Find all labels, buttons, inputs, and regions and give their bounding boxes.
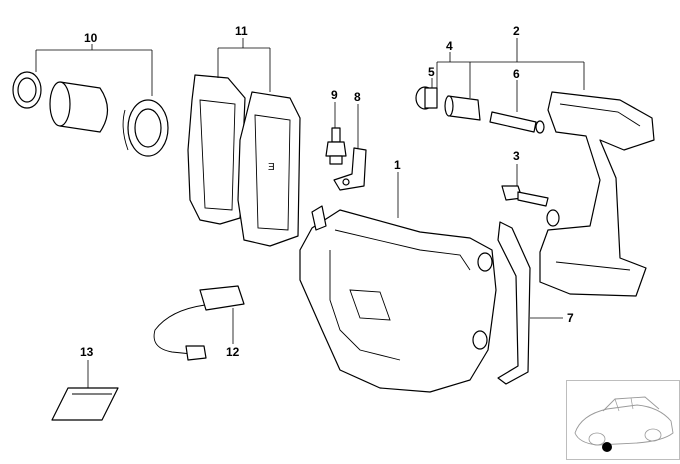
part-7-anti-rattle-spring[interactable] <box>497 221 531 385</box>
sensor-plug <box>185 345 207 361</box>
guide-bore-lower <box>472 330 488 350</box>
car-outline-icon <box>574 396 674 452</box>
callout-2[interactable]: 2 <box>513 24 520 38</box>
part-9-bleeder-screw[interactable] <box>325 127 347 165</box>
part-6-guide-pin[interactable] <box>489 111 545 134</box>
part-12-wear-sensor[interactable] <box>153 285 245 361</box>
part-8-bracket-clip[interactable] <box>333 147 367 191</box>
callout-13[interactable]: 13 <box>80 345 94 359</box>
piston-face <box>49 81 71 127</box>
sensor-head <box>199 285 245 311</box>
callout-12[interactable]: 12 <box>226 345 240 359</box>
callout-8[interactable]: 8 <box>354 90 361 104</box>
seal-ring-inner <box>17 77 37 103</box>
callout-6[interactable]: 6 <box>513 67 520 81</box>
callout-10[interactable]: 10 <box>84 31 98 45</box>
part-4-bushing[interactable] <box>444 95 481 121</box>
part-2-caliper-carrier[interactable] <box>539 91 655 297</box>
callout-5[interactable]: 5 <box>428 65 435 79</box>
callout-labels: 10 11 9 8 1 2 4 5 6 3 7 12 13 <box>80 24 574 359</box>
part-1-caliper-housing[interactable] <box>299 205 497 393</box>
svg-text:Ǝ: Ǝ <box>268 162 275 173</box>
dust-boot-inner <box>134 108 162 148</box>
callout-1[interactable]: 1 <box>394 158 401 172</box>
part-10-piston-kit[interactable] <box>12 71 169 157</box>
part-5-guide-sleeve[interactable] <box>415 86 438 110</box>
callout-7[interactable]: 7 <box>567 311 574 325</box>
location-marker-icon <box>602 442 612 452</box>
callout-11[interactable]: 11 <box>235 24 248 38</box>
callout-3[interactable]: 3 <box>513 149 520 163</box>
leader-lines <box>35 38 585 388</box>
brake-pad-inner <box>187 74 246 225</box>
callout-4[interactable]: 4 <box>446 39 453 53</box>
callout-9[interactable]: 9 <box>331 88 338 102</box>
caliper-body <box>299 209 497 393</box>
part-3-bolt[interactable] <box>501 185 549 207</box>
vehicle-location-thumbnail <box>566 380 680 460</box>
part-13-grease-packet[interactable] <box>51 387 119 421</box>
brake-pad-outer <box>237 91 301 247</box>
guide-bore-upper <box>477 252 493 272</box>
part-11-brake-pads[interactable]: Ǝ <box>187 74 301 247</box>
bleeder-port <box>311 205 327 231</box>
